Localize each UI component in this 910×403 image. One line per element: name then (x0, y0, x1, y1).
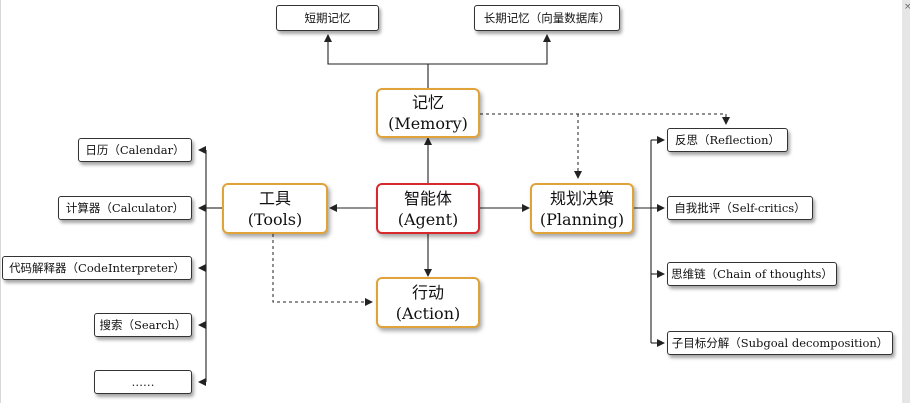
long-term-memory-label: 长期记忆（向量数据库） (483, 11, 611, 25)
planning-subtitle: (Planning) (539, 209, 625, 229)
plan-self-critics-label: 自我批评（Self-critics） (674, 201, 806, 215)
long-term-memory-node: 长期记忆（向量数据库） (474, 5, 620, 31)
plan-chain-of-thoughts-node: 思维链（Chain of thoughts） (667, 262, 837, 286)
tools-title: 工具 (258, 188, 291, 208)
plan-self-critics-node: 自我批评（Self-critics） (667, 196, 813, 220)
tool-calendar-label: 日历（Calendar） (85, 143, 185, 157)
memory-node: 记忆 (Memory) (376, 88, 480, 138)
tool-code-interpreter-label: 代码解释器（CodeInterpreter） (9, 261, 185, 275)
plan-reflection-node: 反思（Reflection） (667, 128, 788, 152)
short-term-memory-node: 短期记忆 (276, 5, 379, 31)
plan-chain-of-thoughts-label: 思维链（Chain of thoughts） (671, 267, 833, 281)
corner-mark: × (904, 2, 910, 12)
plan-reflection-label: 反思（Reflection） (674, 133, 780, 147)
plan-subgoal-node: 子目标分解（Subgoal decomposition） (667, 331, 893, 355)
plan-subgoal-label: 子目标分解（Subgoal decomposition） (671, 336, 889, 350)
planning-node: 规划决策 (Planning) (530, 183, 634, 234)
tool-more-label: …… (131, 375, 155, 389)
tool-more-node: …… (94, 370, 192, 394)
agent-subtitle: (Agent) (397, 209, 459, 229)
short-term-memory-label: 短期记忆 (304, 11, 351, 25)
agent-node: 智能体 (Agent) (376, 183, 480, 234)
memory-subtitle: (Memory) (388, 114, 468, 133)
right-scroll-edge (902, 0, 910, 403)
left-edge (0, 0, 1, 403)
agent-title: 智能体 (403, 188, 452, 208)
planning-title: 规划决策 (549, 188, 614, 208)
tools-subtitle: (Tools) (247, 209, 303, 229)
tool-search-node: 搜索（Search） (94, 313, 192, 337)
tool-search-label: 搜索（Search） (99, 318, 187, 332)
action-subtitle: (Action) (395, 303, 461, 323)
tool-code-interpreter-node: 代码解释器（CodeInterpreter） (2, 256, 192, 280)
memory-title: 记忆 (411, 93, 444, 112)
tool-calculator-label: 计算器（Calculator） (65, 201, 185, 215)
action-title: 行动 (411, 282, 444, 302)
action-node: 行动 (Action) (376, 277, 480, 328)
tools-node: 工具 (Tools) (222, 183, 328, 234)
tool-calculator-node: 计算器（Calculator） (58, 196, 192, 220)
tool-calendar-node: 日历（Calendar） (78, 138, 192, 162)
